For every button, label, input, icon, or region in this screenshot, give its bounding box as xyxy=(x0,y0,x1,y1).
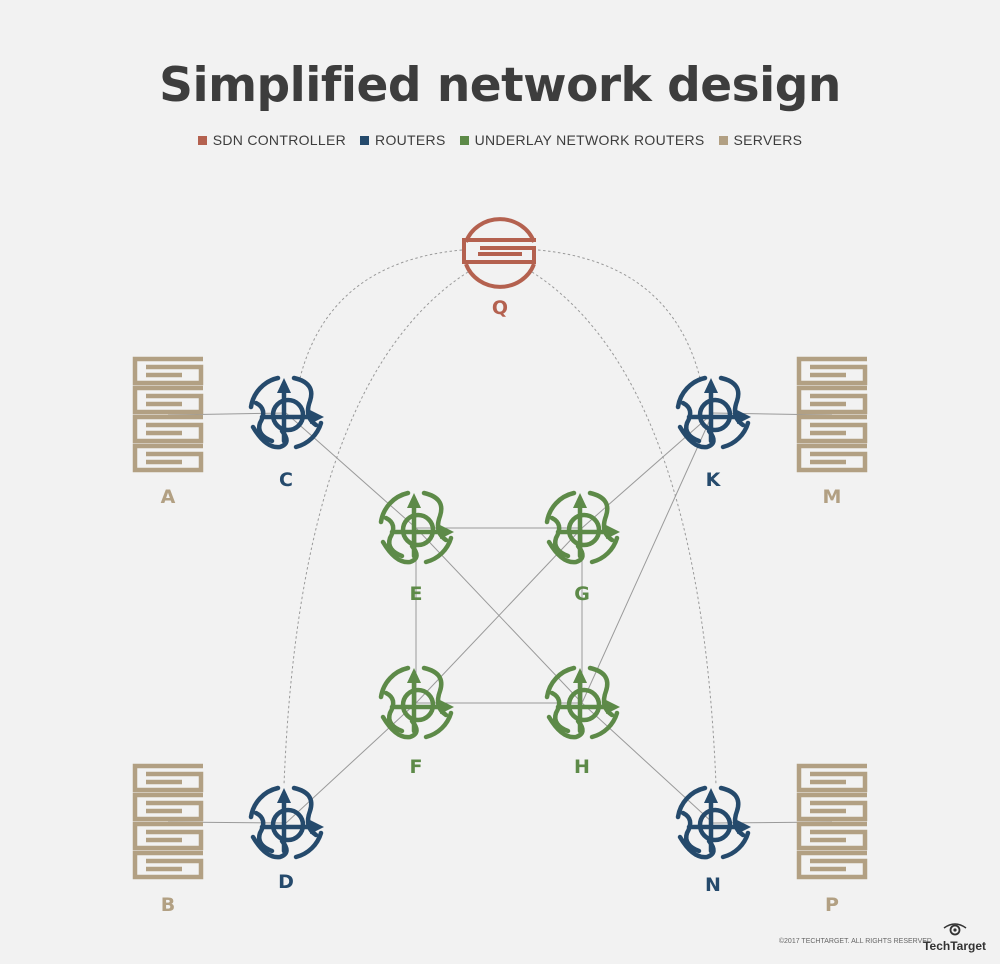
router-icon xyxy=(544,665,620,740)
node-label: P xyxy=(825,894,839,916)
link-H-N xyxy=(581,702,714,824)
techtarget-logo: TechTarget xyxy=(923,922,986,953)
eye-icon xyxy=(943,923,966,936)
link-K-M xyxy=(712,412,833,416)
links-layer xyxy=(167,249,833,824)
link-G-K xyxy=(581,412,714,529)
legend-swatch xyxy=(360,135,370,145)
link-C-E xyxy=(285,412,417,529)
node-K-router[interactable] xyxy=(675,375,751,450)
node-label: B xyxy=(161,894,175,916)
router-icon xyxy=(248,785,324,860)
legend-swatch xyxy=(718,135,728,145)
node-Q-controller[interactable] xyxy=(462,217,536,289)
node-G-underlay[interactable] xyxy=(544,490,620,565)
node-label: N xyxy=(705,874,721,896)
node-B-server[interactable] xyxy=(132,763,204,880)
node-label: E xyxy=(410,583,423,605)
link-F-D xyxy=(285,702,417,824)
nodes-layer: Q A B M P C D K N E G F H xyxy=(132,217,868,916)
legend-label: SERVERS xyxy=(733,132,803,148)
node-F-underlay[interactable] xyxy=(378,665,454,740)
node-label: H xyxy=(574,756,590,778)
link-G-F xyxy=(415,527,583,704)
node-label: F xyxy=(410,756,423,778)
router-icon xyxy=(675,375,751,450)
node-label: Q xyxy=(492,297,508,319)
control-link-Q-N xyxy=(531,271,717,786)
node-label: D xyxy=(278,871,294,893)
legend-item-servers: SERVERS xyxy=(718,132,803,148)
node-H-underlay[interactable] xyxy=(544,665,620,740)
node-M-server[interactable] xyxy=(796,356,868,473)
legend-label: UNDERLAY NETWORK ROUTERS xyxy=(474,132,705,148)
legend-swatch xyxy=(459,135,469,145)
node-label: C xyxy=(279,469,293,491)
router-icon xyxy=(675,785,751,860)
node-label: M xyxy=(823,486,842,508)
node-N-router[interactable] xyxy=(675,785,751,860)
logo-text: TechTarget xyxy=(923,939,986,953)
legend-item-routers: ROUTERS xyxy=(360,132,446,148)
link-H-K xyxy=(581,412,714,704)
control-link-Q-C xyxy=(299,249,463,379)
node-P-server[interactable] xyxy=(796,763,868,880)
node-D-router[interactable] xyxy=(248,785,324,860)
router-icon xyxy=(378,665,454,740)
router-icon xyxy=(248,375,324,450)
node-label: G xyxy=(574,583,590,605)
server-icon xyxy=(132,763,204,880)
link-A-C xyxy=(167,412,287,416)
node-label: K xyxy=(706,469,722,491)
legend-label: SDN CONTROLLER xyxy=(212,132,347,148)
legend-label: ROUTERS xyxy=(375,132,446,148)
sdn-controller-icon xyxy=(462,217,536,289)
legend-item-underlay-routers: UNDERLAY NETWORK ROUTERS xyxy=(459,132,705,148)
copyright: ©2017 TECHTARGET. ALL RIGHTS RESERVED xyxy=(778,938,932,945)
legend-item-sdn-controller: SDN CONTROLLER xyxy=(197,132,347,148)
router-icon xyxy=(378,490,454,565)
server-icon xyxy=(132,356,204,473)
router-icon xyxy=(544,490,620,565)
server-icon xyxy=(796,356,868,473)
node-A-server[interactable] xyxy=(132,356,204,473)
control-link-Q-D xyxy=(283,271,469,786)
node-label: A xyxy=(161,486,176,508)
legend: SDN CONTROLLER ROUTERS UNDERLAY NETWORK … xyxy=(0,132,1000,148)
server-icon xyxy=(796,763,868,880)
legend-swatch xyxy=(197,135,207,145)
page-title: Simplified network design xyxy=(159,58,841,113)
node-E-underlay[interactable] xyxy=(378,490,454,565)
control-link-Q-K xyxy=(537,249,701,379)
node-C-router[interactable] xyxy=(248,375,324,450)
